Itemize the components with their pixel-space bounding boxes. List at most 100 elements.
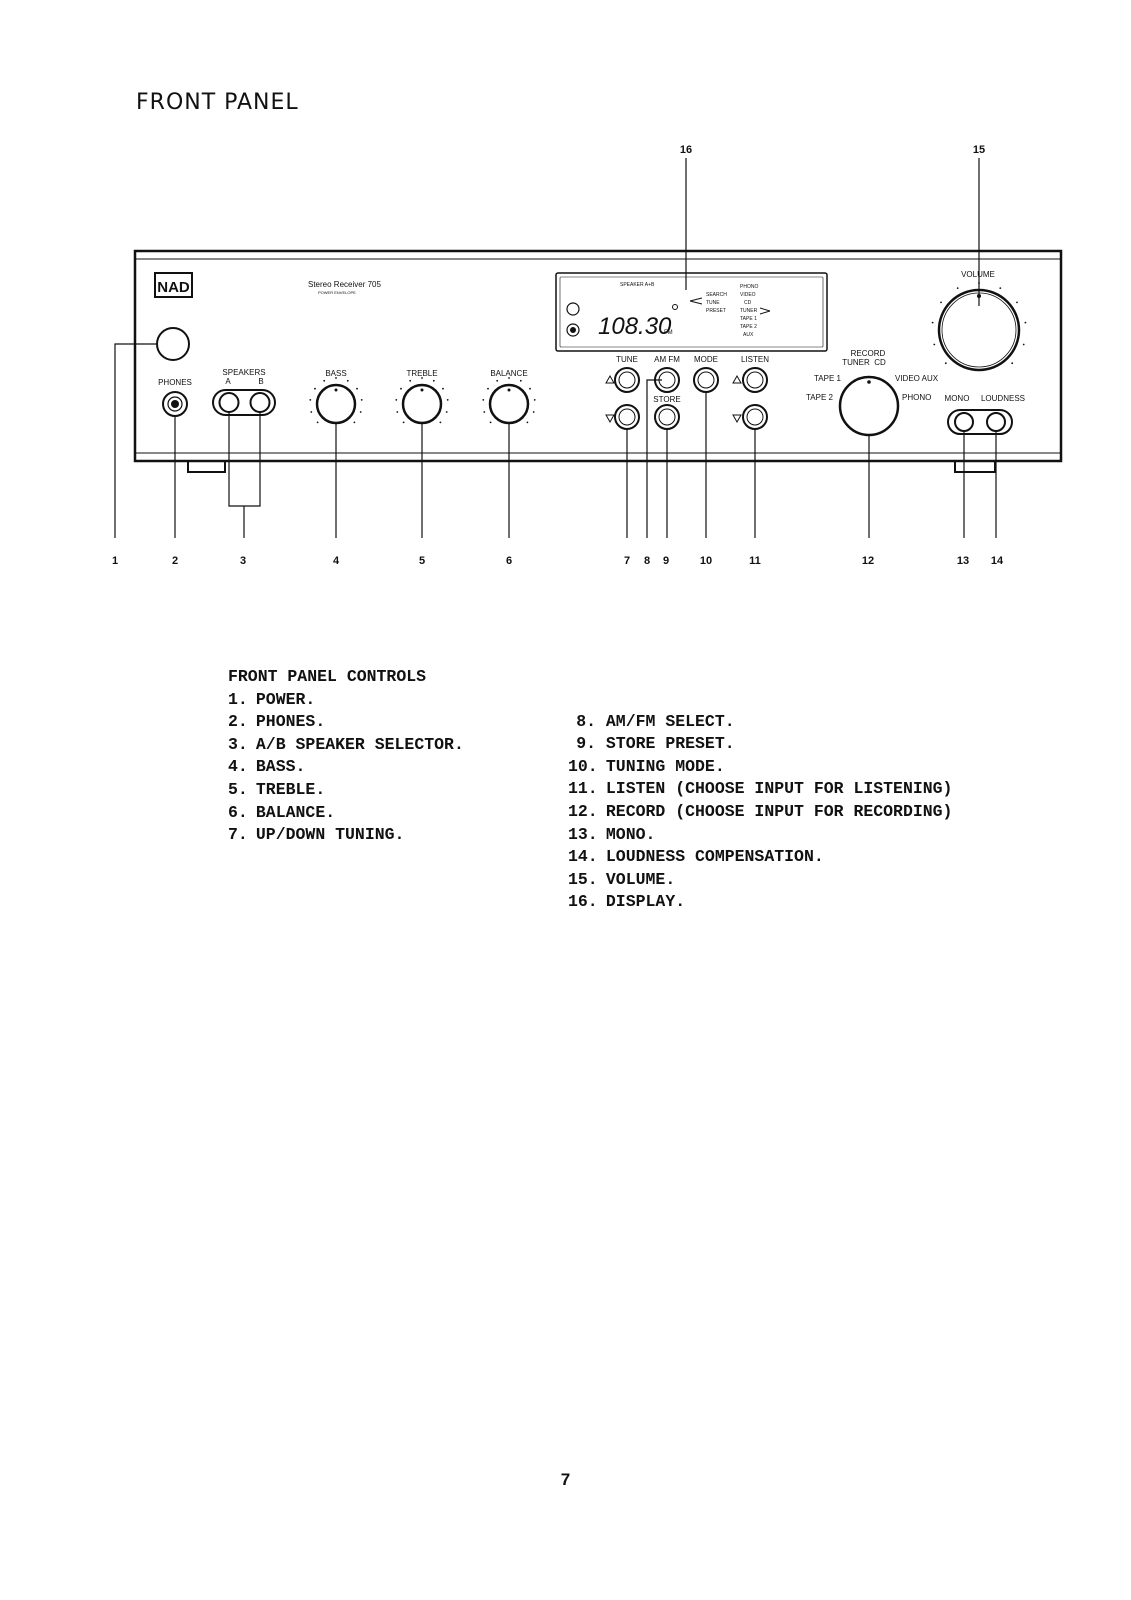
list-item-text: TUNING MODE.	[605, 756, 725, 776]
tune-label: TUNE	[616, 355, 638, 364]
scale-dot	[519, 379, 522, 382]
listen-up-button[interactable]	[742, 367, 768, 393]
nad-logo: NAD	[154, 272, 193, 298]
bass-label: BASS	[325, 369, 346, 378]
callout-16: 16	[680, 144, 692, 156]
scale-dot	[956, 287, 959, 289]
balance-knob[interactable]	[488, 383, 530, 425]
listen-down-button[interactable]	[742, 404, 768, 430]
record-label: RECORD	[851, 349, 886, 358]
mode-label: MODE	[694, 355, 718, 364]
phones-label: PHONES	[158, 378, 192, 387]
callout-11: 11	[749, 555, 761, 567]
speaker-b-button[interactable]	[249, 392, 271, 413]
list-item-text: STORE PRESET.	[605, 734, 735, 754]
record-cd-label: CD	[874, 358, 886, 367]
speaker-selector-housing	[212, 389, 276, 416]
list-item-number: 15.	[568, 869, 598, 889]
list-item: 8. AM/FM SELECT.	[568, 711, 1038, 734]
volume-knob[interactable]	[937, 288, 1021, 372]
loudness-label: LOUDNESS	[981, 394, 1025, 403]
list-item-number: 11.	[568, 779, 598, 799]
scale-dot	[1016, 301, 1018, 304]
list-item: 4. BASS.	[228, 756, 568, 779]
list-item-text: POWER.	[255, 689, 316, 709]
scale-dot	[360, 399, 363, 401]
callout-13: 13	[957, 555, 969, 567]
callout-leaders	[114, 158, 997, 538]
speakers-label: SPEAKERS	[222, 368, 265, 377]
list-item: 12. RECORD (CHOOSE INPUT FOR RECORDING)	[568, 801, 1038, 824]
callout-numbers: 1 2 3 4 5 6 7 8 9 10 11 12 13 14 15 16	[112, 144, 1004, 567]
scale-dot	[323, 379, 326, 382]
controls-left-column: 1. POWER.2. PHONES.3. A/B SPEAKER SELECT…	[228, 689, 568, 914]
scale-dot	[944, 362, 947, 365]
treble-knob[interactable]	[401, 383, 443, 425]
display-search-label: SEARCH	[706, 292, 727, 298]
scale-dot	[356, 387, 358, 390]
list-item: 5. TREBLE.	[228, 779, 568, 802]
receiver-chassis	[133, 249, 1063, 473]
speaker-a-label: A	[225, 377, 231, 386]
am-fm-button[interactable]	[654, 367, 680, 393]
mono-label: MONO	[945, 394, 970, 403]
controls-heading: FRONT PANEL CONTROLS	[228, 667, 427, 686]
scale-dot	[999, 287, 1002, 289]
display-tape1-label: TAPE 1	[740, 316, 757, 322]
bass-knob[interactable]	[315, 383, 357, 425]
list-item-number: 12.	[568, 801, 598, 821]
mono-button[interactable]	[954, 412, 974, 432]
display-tape2-label: TAPE 2	[740, 324, 757, 330]
list-item: 1. POWER.	[228, 689, 568, 712]
am-fm-label: AM FM	[654, 355, 680, 364]
list-item-text: DISPLAY.	[605, 892, 686, 912]
list-item-text: BALANCE.	[255, 802, 336, 822]
listen-down-arrow-icon	[732, 414, 742, 424]
list-item-number: 7.	[228, 825, 248, 845]
record-selector-knob[interactable]	[838, 375, 900, 437]
loudness-button[interactable]	[986, 412, 1006, 432]
treble-label: TREBLE	[406, 369, 437, 378]
mode-button[interactable]	[693, 367, 719, 393]
list-item-text: RECORD (CHOOSE INPUT FOR RECORDING)	[605, 801, 953, 821]
scale-dot	[482, 399, 485, 401]
list-item-number: 10.	[568, 756, 598, 776]
tune-up-button[interactable]	[614, 367, 640, 393]
display-preset-label: PRESET	[706, 308, 726, 314]
list-item: 11. LISTEN (CHOOSE INPUT FOR LISTENING)	[568, 778, 1038, 801]
display-window: SPEAKER A+B SEARCH TUNE PRESET PHONO VID…	[555, 272, 828, 352]
scale-dot	[487, 387, 489, 390]
scale-dot	[446, 399, 449, 401]
controls-right-column: 8. AM/FM SELECT.9. STORE PRESET.10. TUNI…	[568, 689, 1038, 914]
store-button[interactable]	[654, 404, 680, 430]
tune-up-arrow-icon	[605, 374, 615, 384]
display-phono-label: PHONO	[740, 284, 758, 290]
list-item-number: 5.	[228, 779, 248, 799]
scale-dot	[353, 421, 356, 424]
callout-15: 15	[973, 144, 985, 156]
scale-dot	[1024, 321, 1027, 324]
speaker-indicator: SPEAKER A+B	[620, 282, 655, 288]
speaker-a-button[interactable]	[218, 392, 240, 413]
scale-dot	[940, 301, 942, 304]
scale-dot	[396, 411, 399, 413]
list-item-number: 3.	[228, 734, 248, 754]
phones-jack[interactable]	[162, 391, 188, 417]
store-label: STORE	[653, 395, 680, 404]
list-item: 16. DISPLAY.	[568, 891, 1038, 914]
callout-7: 7	[624, 555, 630, 567]
list-item-text: A/B SPEAKER SELECTOR.	[255, 734, 464, 754]
scale-dot	[532, 411, 535, 413]
callout-8: 8	[644, 555, 650, 567]
scale-dot	[445, 411, 448, 413]
tune-down-button[interactable]	[614, 404, 640, 430]
balance-label: BALANCE	[490, 369, 527, 378]
scale-dot	[1022, 343, 1025, 346]
list-item-number: 2.	[228, 712, 248, 732]
power-button[interactable]	[156, 327, 190, 361]
display-band: FM	[664, 330, 673, 336]
display-tuner-label: TUNER	[740, 308, 758, 314]
record-tape2-label: TAPE 2	[806, 393, 834, 402]
scale-dot	[529, 387, 531, 390]
scale-dot	[359, 411, 362, 413]
